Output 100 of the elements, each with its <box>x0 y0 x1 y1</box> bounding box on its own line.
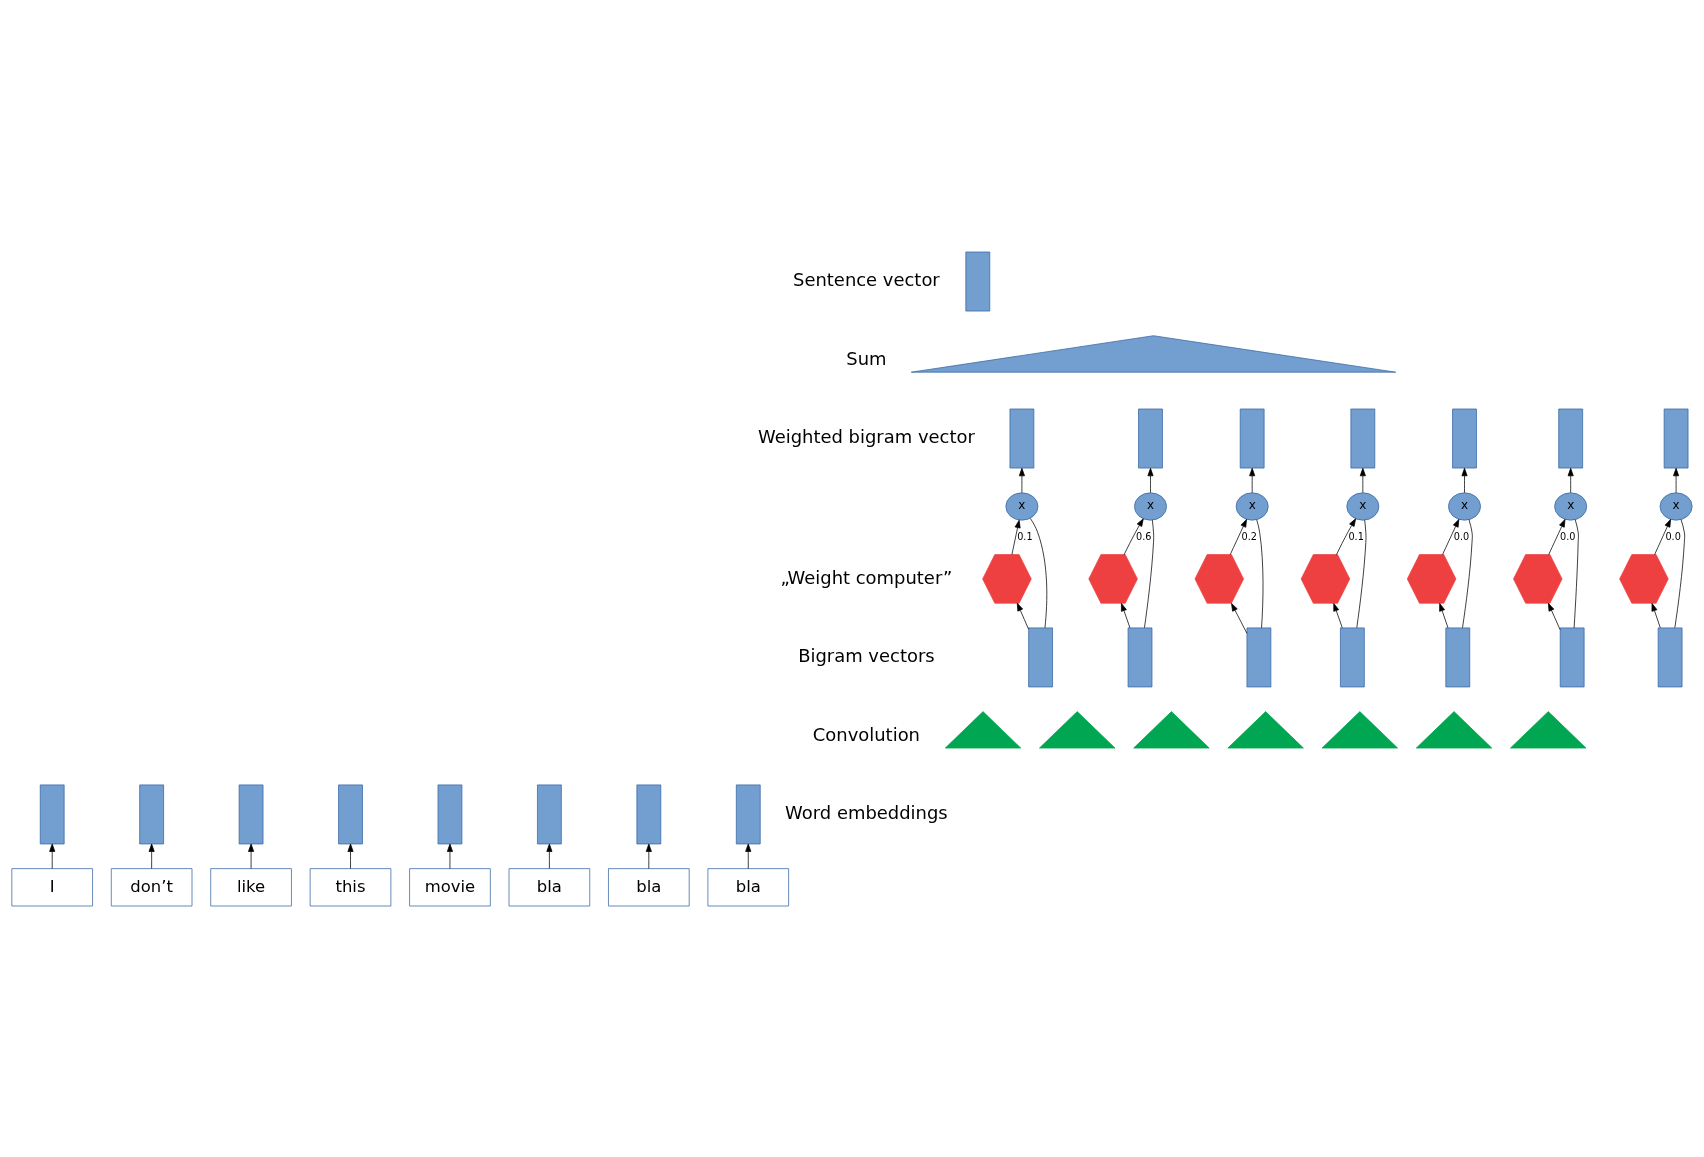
node-box <box>636 784 662 844</box>
node-ellipse: x <box>1346 491 1380 520</box>
node-box <box>1246 627 1272 687</box>
arrow <box>1461 467 1468 493</box>
connector <box>1356 519 1367 628</box>
arrow <box>1359 467 1366 493</box>
node-hexagon <box>1513 553 1563 604</box>
arrow <box>546 843 553 869</box>
node-box <box>338 784 363 844</box>
arrow <box>1249 467 1256 493</box>
label: Bigram vectors <box>798 644 935 666</box>
node-triangle <box>1133 710 1210 748</box>
arrow <box>1333 602 1343 628</box>
node-box <box>1028 627 1053 687</box>
node-triangle <box>1510 710 1587 748</box>
node-triangle <box>1039 710 1116 748</box>
label: Convolution <box>812 723 920 745</box>
node-ellipse: x <box>1448 491 1481 520</box>
node-box <box>1657 627 1683 687</box>
node-box <box>537 784 562 844</box>
arrow <box>1651 602 1661 628</box>
node-box: movie <box>409 867 491 906</box>
node-hexagon <box>1194 553 1244 604</box>
edge-label: 0.1 <box>1348 530 1364 542</box>
node-hexagon <box>1088 553 1138 604</box>
node-box <box>1452 408 1477 468</box>
arrow <box>1018 467 1025 493</box>
node-box <box>1009 408 1035 468</box>
node-box <box>139 784 164 844</box>
node-ellipse: x <box>1659 491 1693 520</box>
node-triangle <box>1227 710 1304 748</box>
node-box: I <box>11 867 93 906</box>
node-box <box>1127 627 1153 687</box>
edge-label: 0.6 <box>1136 530 1152 542</box>
node-ellipse: x <box>1235 491 1269 520</box>
connector <box>1462 518 1473 628</box>
node-box <box>1340 627 1365 687</box>
arrow <box>1121 602 1131 628</box>
label: „Weight computer” <box>780 566 953 588</box>
node-hexagon <box>1300 553 1351 604</box>
arrow <box>1673 467 1680 493</box>
node-triangle <box>944 710 1022 748</box>
arrow <box>248 843 255 869</box>
connector <box>1573 518 1579 628</box>
node-box <box>965 251 991 311</box>
connector <box>1029 517 1048 628</box>
node-box <box>238 784 264 844</box>
connector <box>1256 518 1264 628</box>
label: Weighted bigram vector <box>757 425 975 447</box>
label: Sum <box>846 347 887 369</box>
node-box <box>1663 408 1689 468</box>
node-box <box>1559 627 1585 687</box>
arrow <box>347 843 354 869</box>
arrow <box>1123 517 1144 555</box>
arrow <box>1011 519 1021 555</box>
arrow <box>49 843 56 869</box>
arrow <box>1229 518 1247 555</box>
edge-label: 0.0 <box>1559 530 1576 542</box>
node-triangle <box>910 334 1397 373</box>
arrow <box>1548 602 1561 630</box>
arrow <box>148 843 155 869</box>
connector <box>1674 518 1686 628</box>
edge-label: 0.0 <box>1665 530 1681 542</box>
node-triangle <box>1321 710 1398 748</box>
arrow <box>1147 467 1154 493</box>
label: Word embeddings <box>785 801 948 823</box>
arrow <box>446 843 453 869</box>
node-box: bla <box>707 867 789 906</box>
node-ellipse: x <box>1134 491 1167 520</box>
node-ellipse: x <box>1554 491 1588 520</box>
arrow <box>745 843 752 869</box>
node-box <box>39 784 65 844</box>
node-box <box>735 784 761 844</box>
label: Sentence vector <box>793 268 940 290</box>
node-ellipse: x <box>1005 491 1039 520</box>
node-box <box>1558 408 1583 468</box>
node-box <box>1445 627 1471 687</box>
arrow <box>1442 518 1460 555</box>
node-box: this <box>309 867 392 906</box>
node-box: bla <box>508 867 591 906</box>
node-hexagon <box>1619 553 1669 604</box>
edge-label: 0.0 <box>1453 530 1470 542</box>
node-box <box>1138 408 1163 468</box>
node-box: bla <box>608 867 690 906</box>
arrow <box>1016 602 1029 629</box>
node-triangle <box>1415 710 1493 748</box>
node-hexagon <box>982 553 1032 604</box>
arrow <box>1654 518 1671 555</box>
node-hexagon <box>1406 553 1457 604</box>
node-box <box>1239 408 1265 468</box>
edge-label: 0.2 <box>1241 530 1257 542</box>
node-box: like <box>210 867 292 906</box>
arrow <box>1548 518 1566 555</box>
edge-label: 0.1 <box>1017 530 1033 542</box>
arrow <box>1231 602 1248 634</box>
arrow <box>1336 517 1356 555</box>
arrow <box>1567 467 1574 493</box>
node-box <box>437 784 463 844</box>
connector <box>1144 519 1155 628</box>
node-box <box>1350 408 1376 468</box>
